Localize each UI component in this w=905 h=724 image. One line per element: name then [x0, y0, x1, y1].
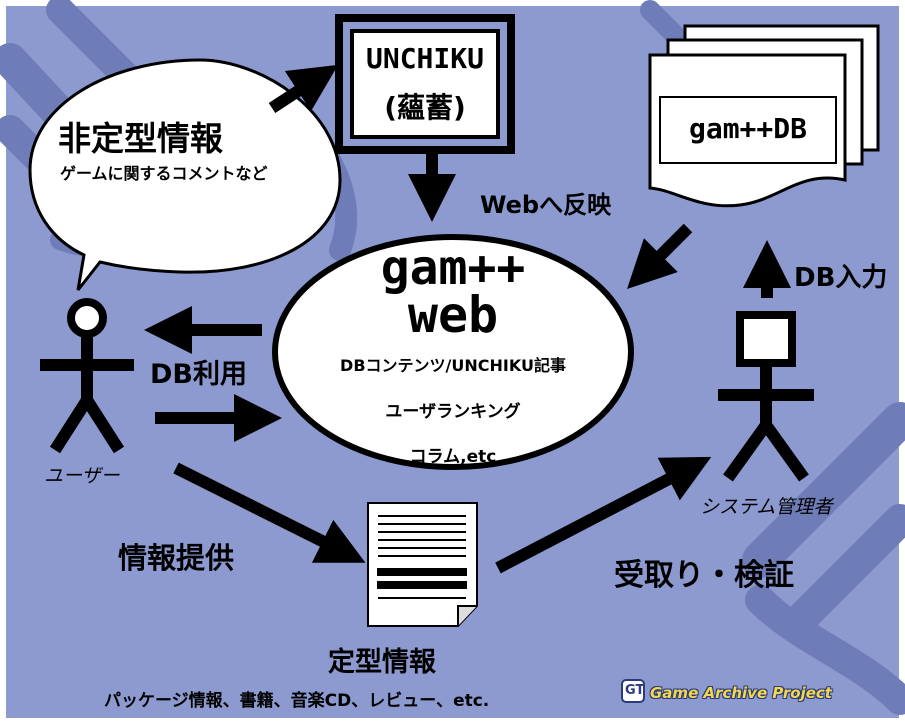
unchiku-title: UNCHIKU	[365, 42, 484, 75]
logo-mark	[621, 679, 645, 703]
web-hub-line-3: コラム,etc	[409, 447, 497, 467]
arrow-document-to-admin	[495, 456, 712, 574]
arrow-user-to-document	[173, 462, 366, 563]
speech-bubble	[28, 58, 342, 291]
unchiku-box	[335, 14, 515, 154]
actor-admin-label: システム管理者	[700, 496, 833, 518]
web-hub-title-1: gam++	[380, 240, 526, 296]
logo-mark-text: GT	[625, 683, 645, 698]
web-hub-line-2: ユーザランキング	[385, 402, 521, 422]
web-hub-title-2: web	[407, 286, 499, 344]
admin-figure	[718, 311, 814, 482]
edge-label-web-reflect: Webへ反映	[480, 191, 612, 219]
bubble-subtitle: ゲームに関するコメントなど	[60, 164, 268, 183]
db-stack-label: gam++DB	[688, 112, 807, 145]
edge-label-info-provide: 情報提供	[118, 541, 235, 575]
document-caption: パッケージ情報、書籍、音楽CD、レビュー、etc.	[104, 691, 490, 711]
edge-label-db-input: DB入力	[794, 263, 888, 293]
web-hub-ellipse	[272, 234, 634, 470]
bubble-title: 非定型情報	[58, 119, 223, 158]
edge-label-receive-verify: 受取り・検証	[614, 558, 794, 593]
edge-label-db-use: DB利用	[150, 359, 247, 390]
arrow-bubble-to-unchiku	[268, 64, 339, 114]
user-figure	[40, 298, 134, 454]
document-page	[367, 502, 478, 627]
web-hub-line-1: DBコンテンツ/UNCHIKU記事	[340, 356, 566, 375]
arrow-db-to-web	[627, 223, 693, 289]
logo-text: Game Archive Project	[650, 684, 832, 702]
unchiku-subtitle: (蘊蓄)	[384, 91, 466, 124]
document-title: 定型情報	[328, 647, 436, 678]
flow-arrows	[144, 64, 791, 574]
db-stack	[648, 24, 880, 208]
actor-user-label: ユーザー	[44, 465, 120, 487]
